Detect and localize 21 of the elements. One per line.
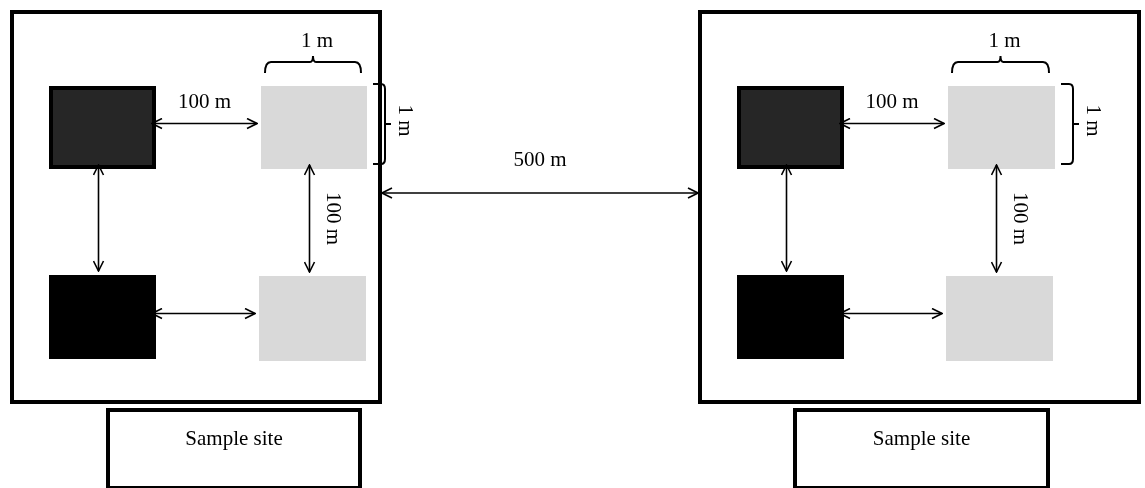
double-arrow	[92, 164, 105, 272]
double-arrow	[151, 117, 258, 130]
site-frame	[10, 10, 382, 404]
plot-square	[259, 276, 366, 361]
plot-square	[946, 276, 1053, 361]
double-arrow	[839, 117, 945, 130]
double-arrow	[303, 164, 316, 273]
plot-square	[737, 275, 844, 359]
plot-square	[261, 86, 367, 169]
caption-box	[793, 408, 1050, 488]
caption-box	[106, 408, 362, 488]
caption-text: Sample site	[872, 426, 971, 451]
plot-square	[948, 86, 1055, 169]
plot-square	[49, 86, 156, 169]
double-arrow	[381, 187, 699, 199]
site-frame	[698, 10, 1141, 404]
caption-text: Sample site	[185, 426, 283, 451]
double-arrow	[990, 164, 1003, 273]
double-arrow	[780, 164, 793, 272]
plot-square	[49, 275, 156, 359]
plot-square	[737, 86, 844, 169]
